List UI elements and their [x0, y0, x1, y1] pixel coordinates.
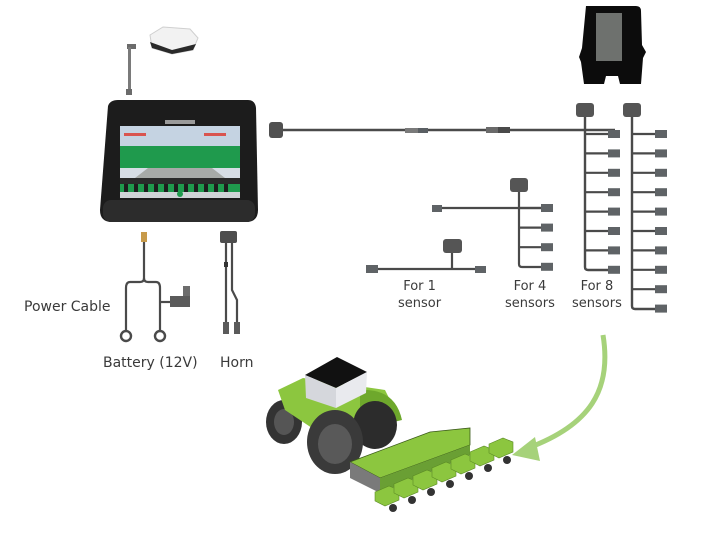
harness-for-4 [432, 178, 553, 271]
label-for-1-line2: sensor [398, 296, 442, 311]
label-for-4-line1: For 4 [513, 279, 547, 294]
tractor-with-planter [266, 357, 514, 512]
harness-for-8 [576, 103, 620, 274]
planter-row-unit [374, 485, 400, 512]
control-unit [579, 6, 646, 84]
label-for-8-line2: sensors [572, 296, 622, 311]
sensor-connector [519, 204, 553, 212]
gps-mount-cable [126, 44, 136, 95]
sensor-connector [655, 304, 667, 313]
sensor-connector [632, 168, 667, 177]
label-power-cable: Power Cable [24, 299, 111, 315]
display-terminal [100, 100, 258, 222]
sensor-connector [585, 130, 620, 138]
sensor-connector [585, 168, 620, 177]
power-cable [119, 232, 170, 343]
label-for-8-line1: For 8 [580, 279, 614, 294]
sensor-connector [585, 149, 620, 158]
sensor-connector [632, 246, 667, 255]
planter-row-unit [488, 437, 514, 464]
arrow-to-tractor [512, 334, 608, 461]
label-for-8-sensors: For 8 sensors [572, 278, 622, 312]
sensor-connector [632, 188, 667, 197]
harness-for-1 [366, 239, 486, 273]
label-for-4-sensors: For 4 sensors [505, 278, 555, 312]
planter-row-unit [450, 453, 476, 480]
sensor-connector [541, 262, 553, 271]
planter-row-unit [469, 445, 495, 472]
label-battery: Battery (12V) [103, 355, 198, 371]
horn-cable [220, 231, 240, 334]
sensor-connector [519, 223, 553, 232]
fuse-holder [170, 286, 190, 307]
sensor-connector [585, 227, 620, 235]
gps-antenna [149, 26, 199, 55]
label-horn: Horn [220, 355, 254, 371]
sensor-connector [632, 285, 667, 294]
sensor-connector [632, 227, 667, 235]
sensor-connector [585, 246, 620, 255]
main-trunk-cable [269, 122, 615, 138]
sensor-connector [632, 149, 667, 158]
planter-row-unit [393, 477, 419, 504]
label-for-1-sensor: For 1 sensor [398, 278, 441, 312]
sensor-connector [632, 207, 667, 216]
label-for-4-line2: sensors [505, 296, 555, 311]
sensor-connector [585, 207, 620, 216]
display-screen [120, 120, 240, 198]
sensor-connector [632, 130, 667, 138]
sensor-connector [519, 243, 553, 252]
planter-row-unit [412, 469, 438, 496]
harness-extension-10 [623, 103, 667, 313]
planter-row-unit [431, 461, 457, 488]
label-for-1-line1: For 1 [403, 279, 436, 294]
sensor-connector [608, 265, 620, 274]
sensor-connector [632, 265, 667, 274]
sensor-connector [585, 188, 620, 197]
